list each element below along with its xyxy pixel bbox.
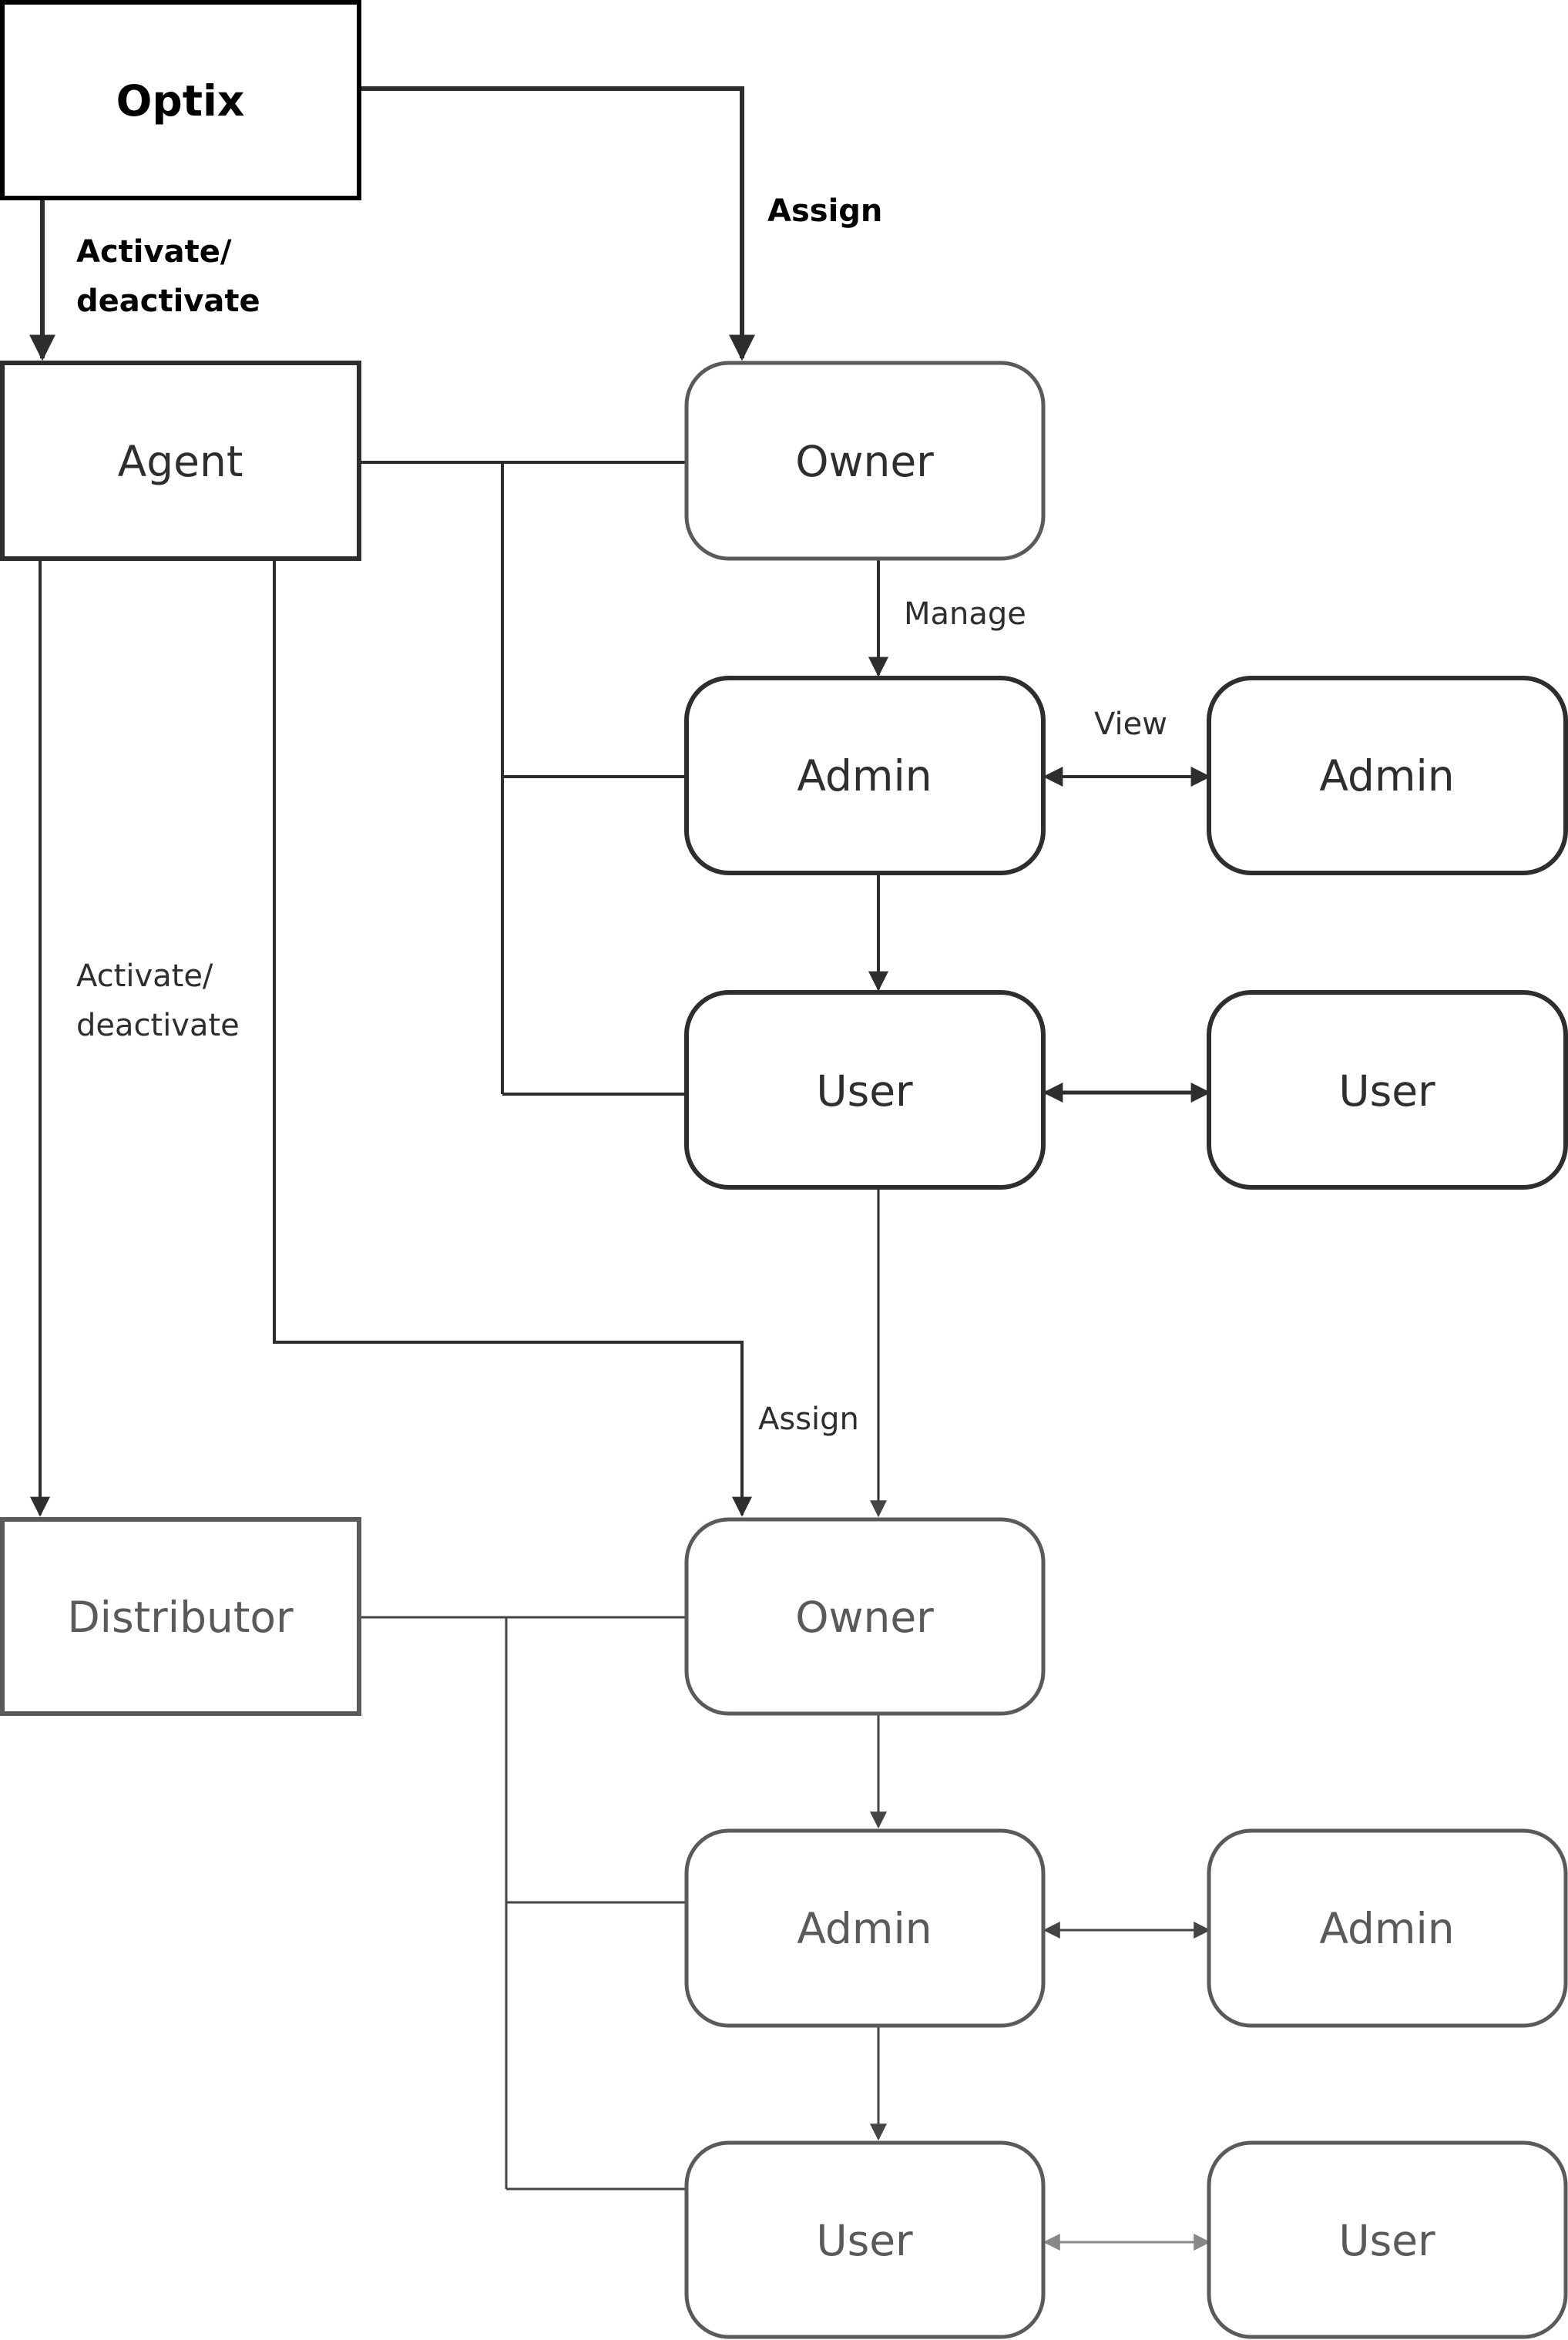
- node-admin-1-peer: Admin: [1319, 751, 1454, 801]
- node-agent-box: [0, 361, 361, 561]
- node-admin-2: Admin: [797, 1904, 932, 1953]
- node-admin-2-box: [684, 1828, 1046, 2028]
- label-optix-assign: Assign: [767, 193, 882, 229]
- node-user-1-box: [684, 990, 1046, 1190]
- node-owner-1: Owner: [795, 437, 934, 486]
- label-agent-activate-line1: Activate/: [76, 958, 213, 994]
- label-agent-activate-line2: deactivate: [76, 1008, 240, 1043]
- node-admin-1: Admin: [797, 751, 932, 801]
- node-owner-1-box: [684, 361, 1046, 561]
- node-distributor: Distributor: [67, 1593, 294, 1642]
- node-user-2: User: [816, 2216, 913, 2265]
- edge-optix-owner: [360, 86, 755, 361]
- node-user-1-peer-box: [1207, 990, 1568, 1190]
- node-user-2-peer: User: [1338, 2216, 1435, 2265]
- edge-agent-owner2: [273, 560, 752, 1517]
- node-owner-2: Owner: [795, 1593, 934, 1642]
- label-owner-manage: Manage: [904, 596, 1026, 632]
- node-user-2-box: [684, 2140, 1046, 2339]
- label-optix-activate-line1: Activate/: [76, 234, 232, 270]
- node-owner-2-box: [684, 1517, 1046, 1716]
- node-distributor-box: [0, 1517, 361, 1716]
- label-optix-activate-line2: deactivate: [76, 284, 260, 319]
- label-agent-assign: Assign: [758, 1402, 859, 1437]
- node-optix-box: [0, 0, 361, 200]
- label-admin-view: View: [1094, 707, 1167, 742]
- node-user-1-peer: User: [1338, 1066, 1435, 1116]
- node-user-1: User: [816, 1066, 913, 1116]
- node-admin-2-peer-box: [1207, 1828, 1568, 2028]
- node-admin-2-peer: Admin: [1319, 1904, 1454, 1953]
- node-admin-1-peer-box: [1207, 676, 1568, 875]
- node-admin-1-box: [684, 676, 1046, 875]
- node-agent: Agent: [118, 437, 243, 486]
- node-optix: Optix: [116, 76, 245, 126]
- node-user-2-peer-box: [1207, 2140, 1568, 2339]
